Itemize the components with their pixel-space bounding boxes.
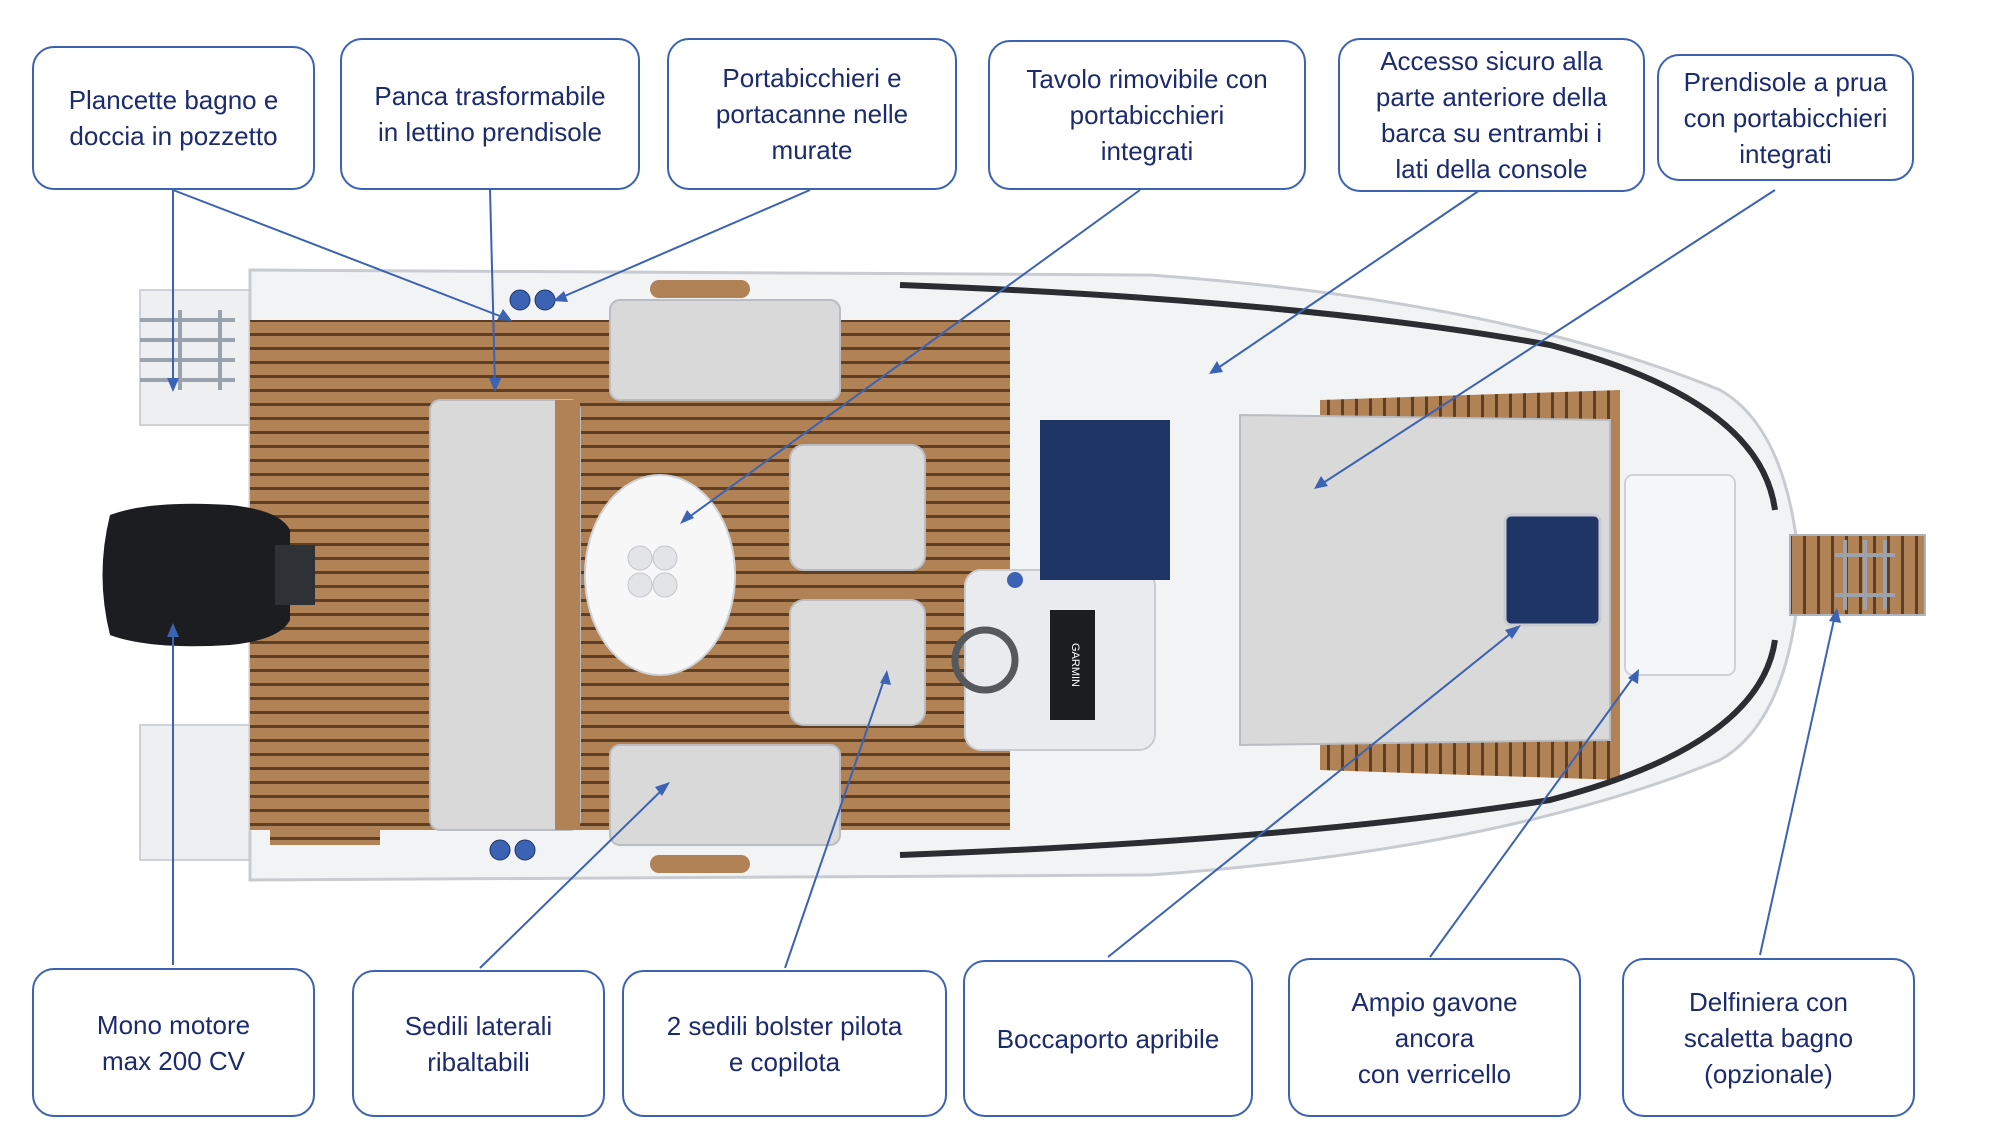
gunwale-cup-holders — [489, 289, 556, 861]
side-seat-lower — [609, 744, 841, 846]
leader-panca — [489, 189, 496, 386]
leader-delfiniera — [1759, 614, 1836, 956]
callout-prendisole-prua: Prendisole a prua con portabicchieri int… — [1657, 54, 1914, 181]
leader-boccaporto — [1107, 629, 1516, 958]
leader-accesso — [1214, 189, 1481, 371]
callout-tavolo-rimovibile: Tavolo rimovibile con portabicchieri int… — [988, 40, 1306, 190]
copilot-seat — [789, 599, 926, 726]
leader-gavone — [1429, 674, 1636, 958]
bolster-lower-rail — [650, 855, 750, 873]
callout-portabicchieri-murate: Portabicchieri e portacanne nelle murate — [667, 38, 957, 190]
leader-sedili-laterali — [479, 786, 666, 969]
callout-boccaporto: Boccaporto apribile — [963, 960, 1253, 1117]
callout-sedili-laterali: Sedili laterali ribaltabili — [352, 970, 605, 1117]
callout-mono-motore: Mono motore max 200 CV — [32, 968, 315, 1117]
bow-rail-upper — [899, 282, 1778, 511]
outboard-engine — [102, 503, 290, 647]
console-windshield — [1040, 420, 1170, 580]
leader-portabicchieri — [559, 189, 811, 299]
aft-deck-teak — [270, 735, 380, 845]
callout-plancette-bagno: Plancette bagno e doccia in pozzetto — [32, 46, 315, 190]
leader-bolster — [784, 676, 886, 969]
leader-plancette-2 — [172, 189, 506, 319]
leader-prendisole — [1319, 189, 1776, 486]
garmin-display — [1050, 610, 1095, 720]
steering-wheel — [951, 626, 1019, 694]
garmin-brand-label: GARMIN — [1069, 643, 1081, 687]
bolster-upper-rail — [650, 280, 750, 298]
callout-accesso-sicuro: Accesso sicuro alla parte anteriore dell… — [1338, 38, 1645, 192]
bow-hatch — [1503, 513, 1602, 627]
rear-bench-backrest — [555, 400, 580, 830]
bow-ladder — [1835, 540, 1895, 610]
bow-rail-lower — [899, 639, 1778, 858]
swim-ladder — [140, 310, 235, 390]
callout-delfiniera: Delfiniera con scaletta bagno (opzionale… — [1622, 958, 1915, 1117]
callout-panca-trasformabile: Panca trasformabile in lettino prendisol… — [340, 38, 640, 190]
callout-sedili-bolster: 2 sedili bolster pilota e copilota — [622, 970, 947, 1117]
leader-tavolo — [684, 189, 1141, 521]
engine-mount — [275, 545, 315, 605]
table-cup-holders — [627, 545, 678, 598]
side-seat-upper — [609, 299, 841, 401]
console-rail-knob — [1007, 572, 1023, 588]
bow-sunpad-cushion — [1239, 413, 1611, 747]
pilot-seat — [789, 444, 926, 571]
bow-pulpit — [1789, 534, 1926, 616]
anchor-locker-lid — [1624, 474, 1736, 676]
callout-gavone-ancora: Ampio gavone ancora con verricello — [1288, 958, 1581, 1117]
